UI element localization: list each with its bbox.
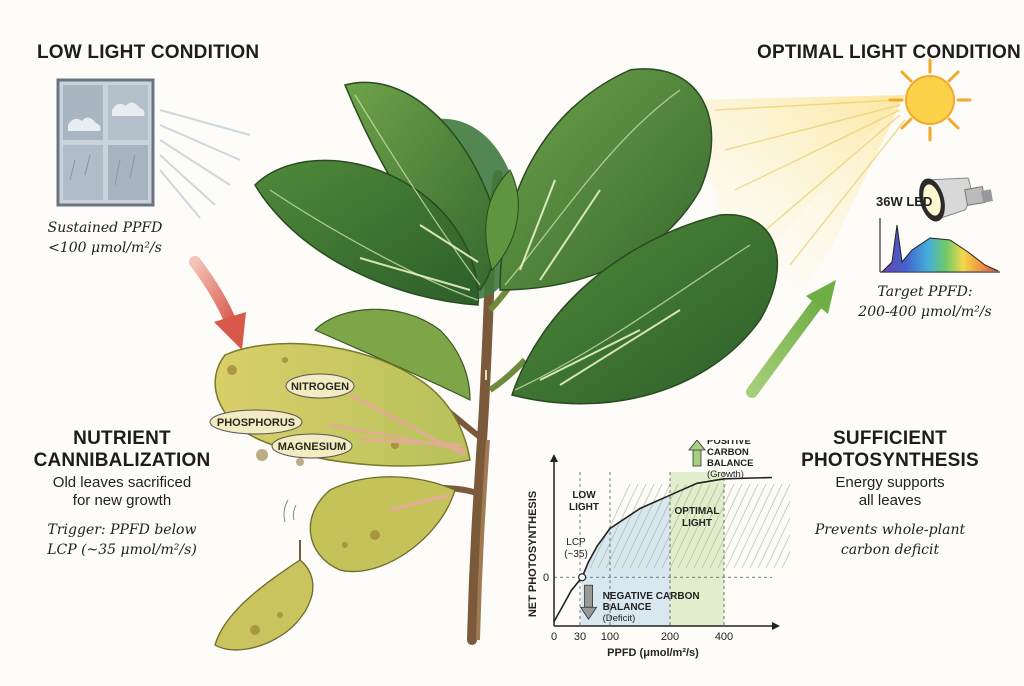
sufficient-title-2: PHOTOSYNTHESIS [801,450,979,471]
low-light-ppfd: Sustained PPFD <100 μmol/m²/s [20,218,190,258]
dim-light-rays [159,109,251,219]
led-bulb-icon [919,177,993,222]
label-negative: NEGATIVE CARBON [603,591,700,602]
nutrient-title-1: NUTRIENT [73,428,171,449]
led-spectrum-graph [879,218,1000,273]
nutrient-desc-1: Old leaves sacrificed [52,474,192,491]
x-tick-label: 0 [551,631,557,643]
optimal-hatch [733,483,775,569]
healthy-leaves [254,68,779,405]
y-axis-arrow [550,454,558,462]
green-arrow [746,280,836,398]
optimal-hatch [613,483,655,569]
positive-arrow [692,447,702,467]
optimal-hatch [637,483,679,569]
x-axis-arrow [772,622,780,630]
nutrient-block: NUTRIENT CANNIBALIZATION Old leaves sacr… [22,428,222,560]
optimal-hatch [709,483,751,569]
nutrient-trigger-2: LCP (~35 μmol/m²/s) [47,542,197,558]
optimal-hatch [701,483,743,569]
x-axis-label: PPFD (μmol/m²/s) [607,647,699,659]
optimal-hatch [773,533,790,569]
optimal-hatch [725,483,767,569]
negative-arrow [584,584,593,608]
label-positive: POSITIVE [707,440,751,447]
sufficient-desc-2: all leaves [858,492,922,509]
response-curve [553,476,773,622]
x-tick-label: 200 [661,631,679,643]
label-low-light: LIGHT [569,502,599,513]
x-tick-label: 400 [715,631,733,643]
falling-leaf [214,499,314,651]
optimal-hatch [781,550,790,569]
y-axis-label: NET PHOTOSYNTHESIS [527,491,539,617]
label-positive: BALANCE [707,458,753,469]
label-negative: (Deficit) [603,613,636,624]
low-light-region [580,495,670,626]
optimal-ppfd-line1: Target PPFD: [877,284,973,300]
optimal-hatch [749,483,790,569]
sufficient-title-1: SUFFICIENT [833,428,947,449]
sufficient-desc-1: Energy supports [835,474,945,491]
sufficient-block: SUFFICIENT PHOTOSYNTHESIS Energy support… [790,428,990,560]
label-positive: CARBON [707,447,749,458]
sufficient-note-1: Prevents whole-plant [814,522,966,538]
label-optimal: LIGHT [682,518,712,529]
label-negative: BALANCE [603,602,652,613]
optimal-ppfd: Target PPFD: 200-400 μmol/m²/s [830,282,1020,322]
optimal-hatch [621,483,663,569]
optimal-hatch [677,483,719,569]
optimal-hatch [765,516,790,569]
nutrient-labels: NITROGEN PHOSPHORUS MAGNESIUM [209,373,355,459]
x-tick-label: 30 [574,631,586,643]
window-icon [56,78,155,207]
optimal-hatch [661,483,703,569]
lower-yellow-leaf [309,476,456,573]
nutrient-title-2: CANNIBALIZATION [33,450,211,471]
nutrient-desc-2: for new growth [72,492,172,509]
label-positive: (Growth) [707,469,744,480]
low-light-title: LOW LIGHT CONDITION [37,42,260,63]
optimal-hatch [669,483,711,569]
lcp-point [578,573,587,582]
optimal-hatch [685,483,727,569]
x-tick-label: 100 [601,631,619,643]
label-lcp: LCP [566,537,586,548]
label-phosphorus: PHOSPHORUS [217,417,295,429]
optimal-hatch [757,500,790,569]
label-nitrogen: NITROGEN [291,381,349,393]
sufficient-note-2: carbon deficit [840,542,940,558]
optimal-light-title: OPTIMAL LIGHT CONDITION [757,42,1021,63]
low-light-ppfd-line2: <100 μmol/m²/s [48,240,162,256]
red-arrow [189,256,246,350]
positive-arrow-head [688,440,706,451]
sun-icon [888,58,972,142]
optimal-hatch [597,483,639,569]
label-magnesium: MAGNESIUM [278,441,346,453]
optimal-hatch [605,483,647,569]
optimal-hatch [717,483,759,569]
optimal-hatch [741,483,783,569]
label-optimal: OPTIMAL [675,506,720,517]
optimal-hatch [693,483,735,569]
optimal-hatch [645,483,687,569]
led-label: 36W LED [876,194,933,209]
optimal-ppfd-line2: 200-400 μmol/m²/s [858,304,992,320]
y-tick-label: 0 [543,572,549,584]
nutrient-trigger-1: Trigger: PPFD below [47,522,197,538]
optimal-hatch [653,483,695,569]
low-light-ppfd-line1: Sustained PPFD [47,220,163,236]
label-low-light: LOW [572,490,596,501]
label-lcp: (~35) [564,549,588,560]
negative-arrow-head [579,606,598,620]
